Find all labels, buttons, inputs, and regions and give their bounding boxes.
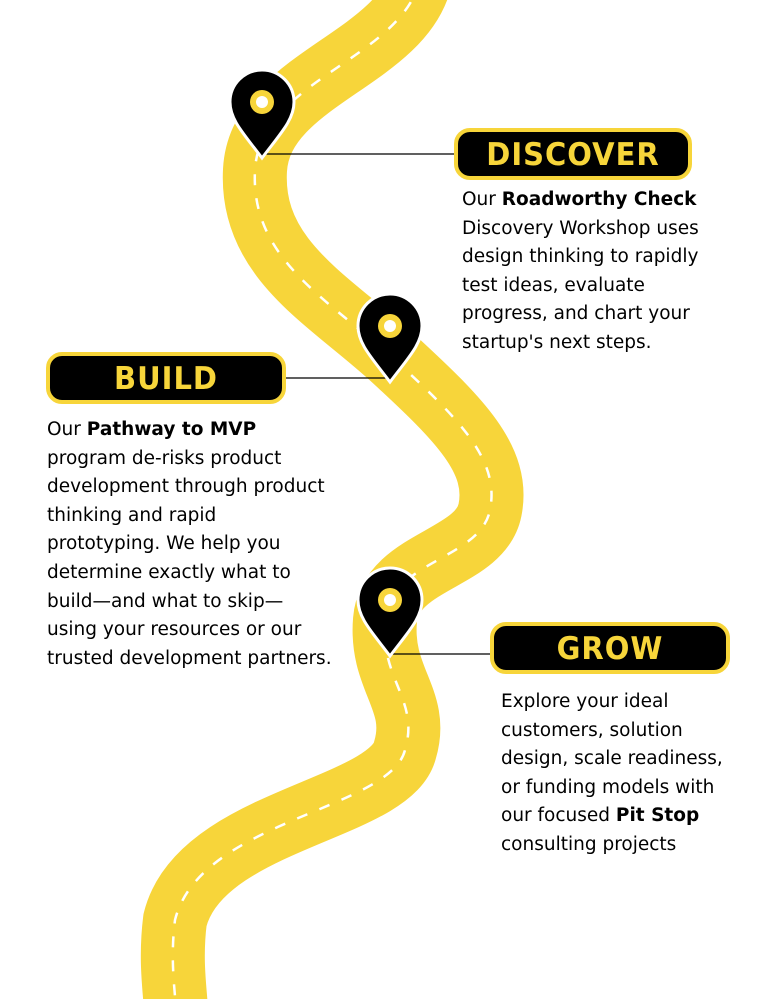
discover-highlight: Roadworthy Check — [501, 189, 697, 210]
map-pin-icon — [228, 68, 296, 161]
build-description: Our Pathway to MVP program de-risks prod… — [47, 416, 332, 673]
grow-description: Explore your ideal customers, solution d… — [501, 688, 729, 860]
build-highlight: Pathway to MVP — [86, 419, 257, 440]
discover-text-before: Our — [462, 189, 502, 210]
grow-text-before: Explore your ideal customers, solution d… — [501, 691, 723, 827]
road-center-line — [171, 0, 493, 999]
grow-title: GROW — [556, 629, 664, 667]
build-text-before: Our — [47, 419, 87, 440]
build-title: BUILD — [114, 359, 218, 397]
map-pin-icon — [356, 292, 424, 385]
map-pin-icon — [356, 566, 424, 659]
build-text-after: program de-risks product development thr… — [47, 447, 332, 669]
discover-text-after: Discovery Workshop uses design thinking … — [462, 217, 699, 353]
grow-pill: GROW — [490, 622, 730, 674]
discover-title: DISCOVER — [486, 135, 660, 173]
discover-pill: DISCOVER — [454, 128, 692, 180]
discover-description: Our Roadworthy Check Discovery Workshop … — [462, 186, 722, 358]
grow-highlight: Pit Stop — [615, 805, 700, 827]
build-pill: BUILD — [46, 352, 286, 404]
grow-text-after: consulting projects — [501, 833, 677, 855]
